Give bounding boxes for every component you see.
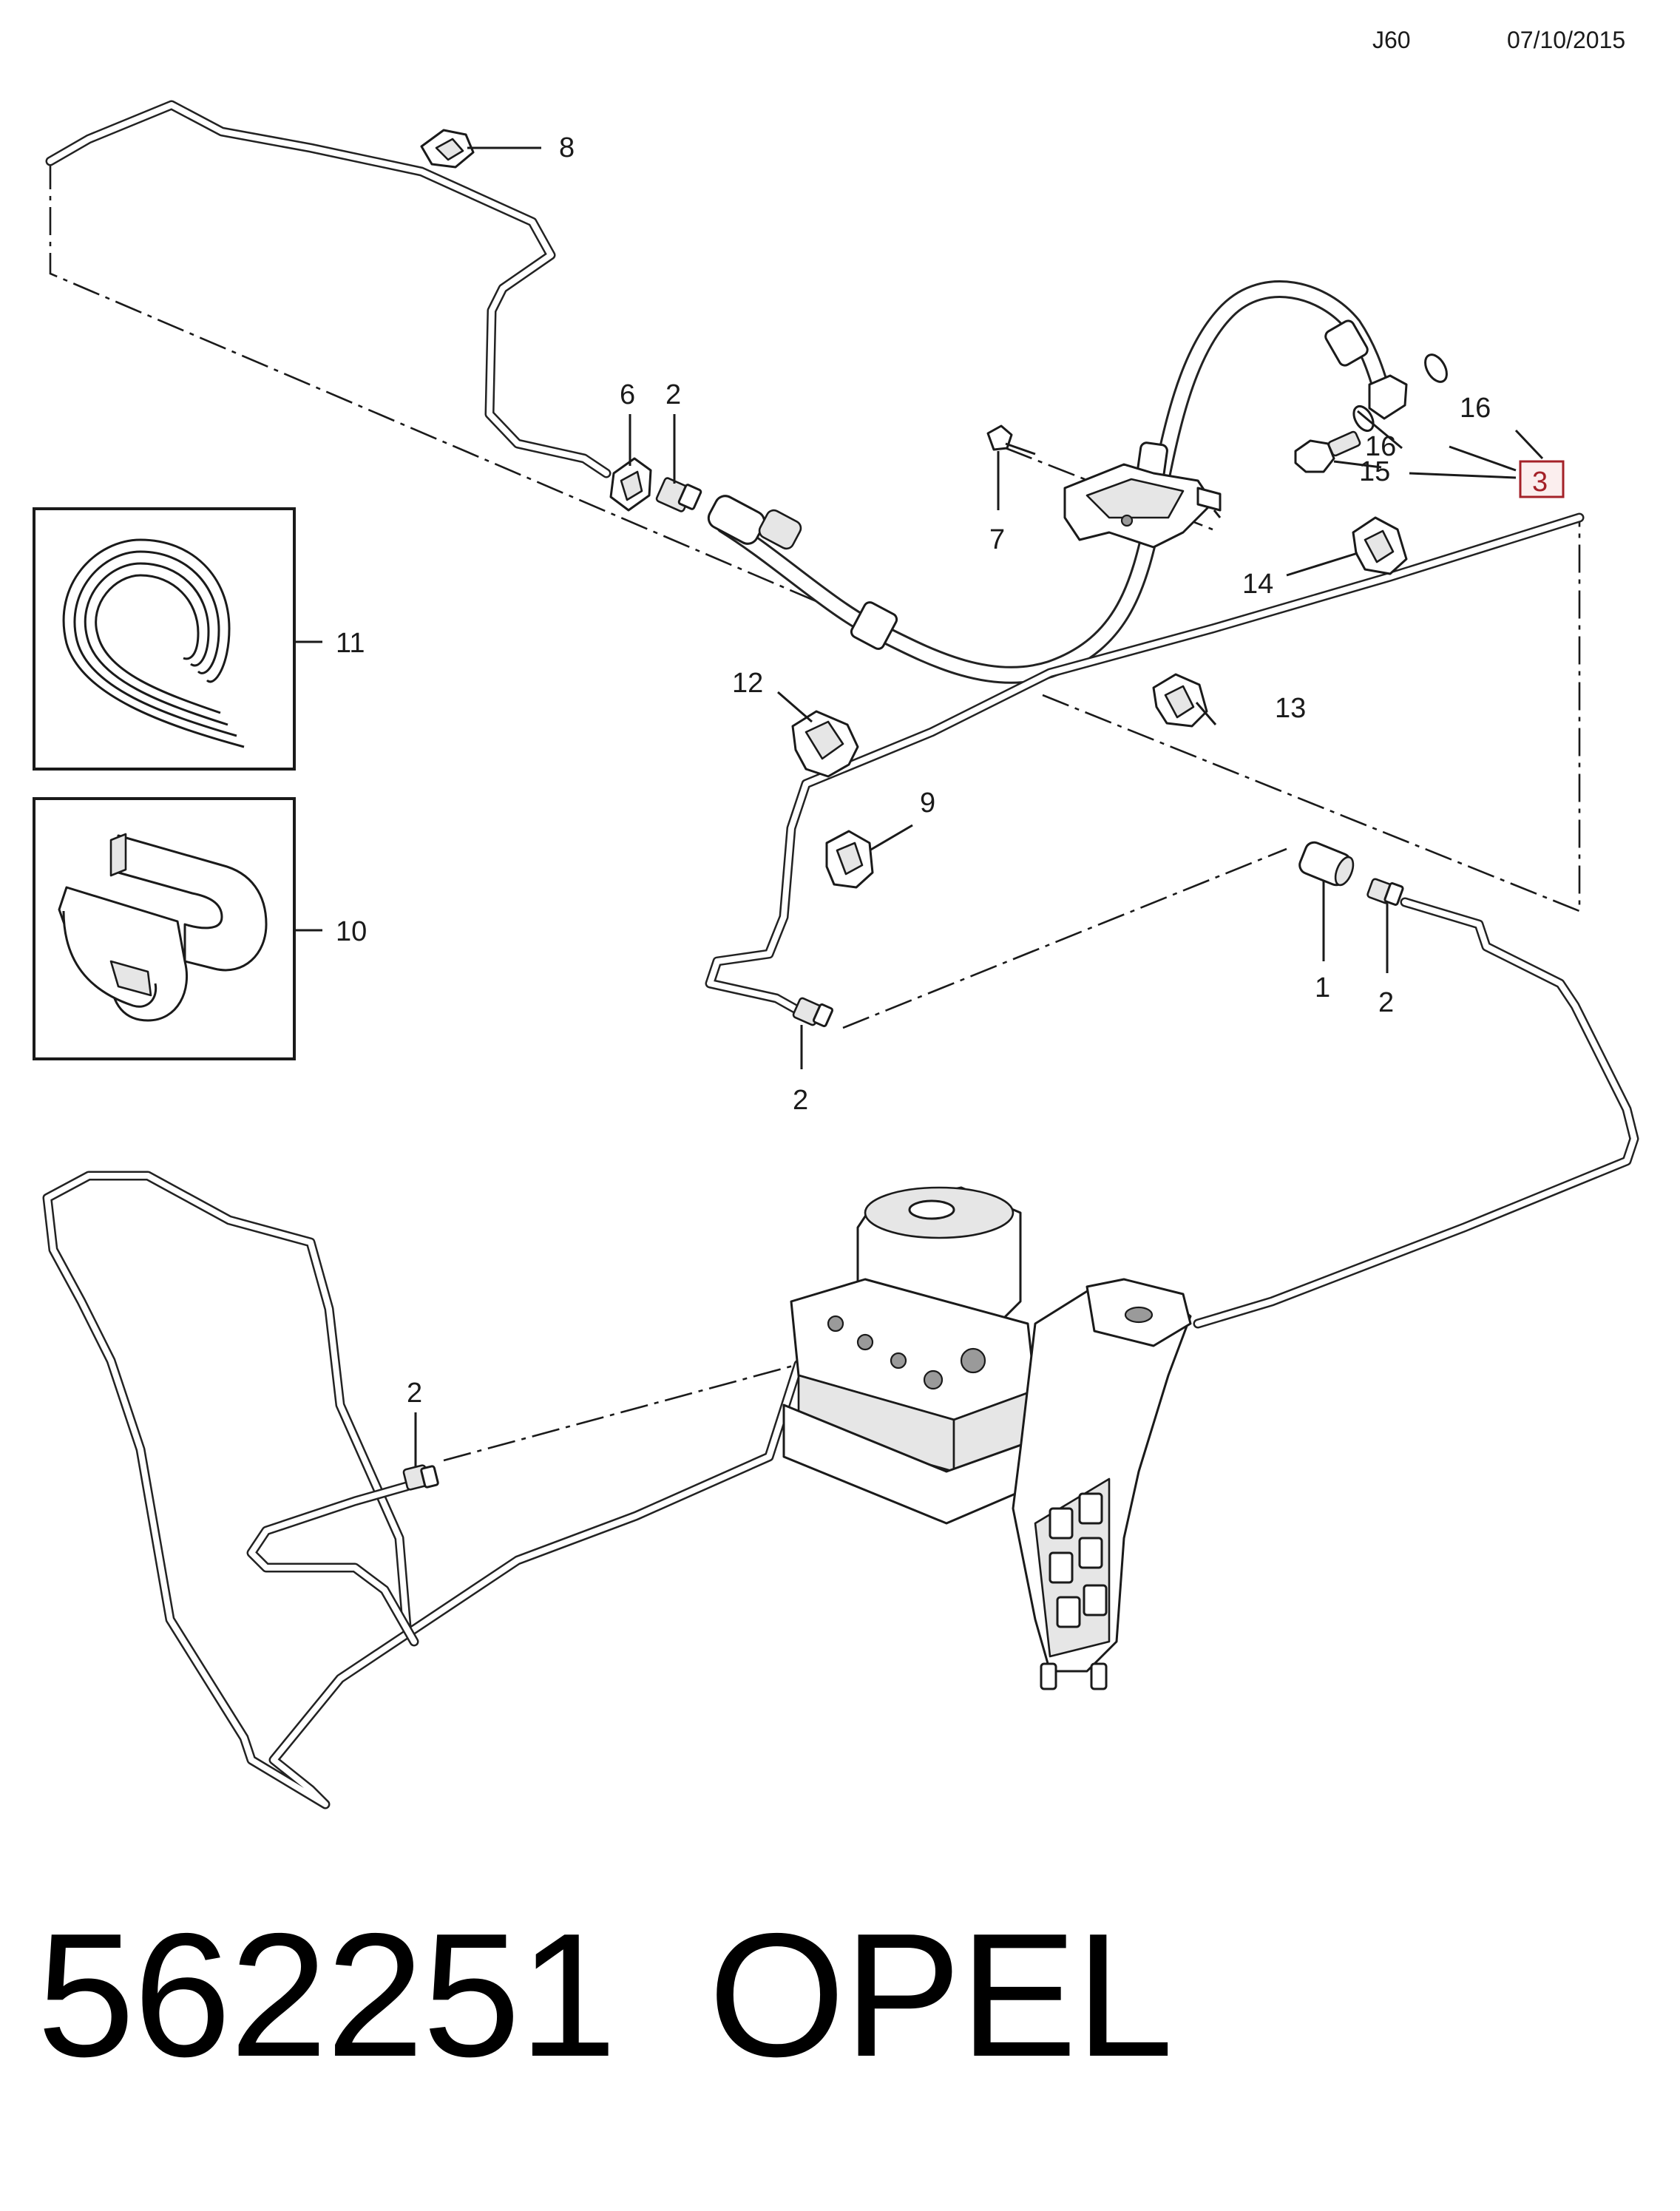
callout-16-upper: 16	[1460, 393, 1491, 424]
diagram-date: 07/10/2015	[1507, 27, 1626, 53]
callout-11: 11	[336, 628, 365, 659]
middle-brake-pipe	[705, 512, 1585, 1024]
callout-9: 9	[920, 788, 935, 819]
brand-name: OPEL	[708, 1897, 1173, 2093]
banjo-fitting	[1294, 353, 1448, 473]
callout-13: 13	[1275, 693, 1306, 724]
tube-nut-2-lower	[402, 1464, 439, 1491]
callout-1: 1	[1315, 972, 1330, 1003]
lower-left-brake-pipes	[42, 1171, 804, 1809]
callout-2-middle: 2	[793, 1085, 808, 1116]
leader-lines	[296, 146, 1544, 1467]
pipe-clip-6	[609, 457, 652, 512]
right-brake-pipe	[1193, 897, 1639, 1329]
hose-end-fitting	[707, 495, 802, 550]
upper-brake-pipe	[45, 100, 612, 478]
callout-12: 12	[732, 668, 763, 699]
callout-2-lower: 2	[407, 1378, 422, 1409]
callout-7: 7	[989, 524, 1005, 555]
tube-nut-2-middle	[792, 997, 834, 1028]
pipe-clip-12	[791, 710, 859, 778]
tube-nut-2-upper	[655, 477, 702, 512]
callout-3-highlight-box	[1519, 460, 1565, 498]
pipe-clip-14	[1352, 516, 1408, 575]
illustration-code: J60	[1372, 27, 1411, 53]
callout-labels: 8 6 2 16 16 15 3 7 14 11 12 13 9 10 1 2 …	[336, 132, 1565, 1409]
inset-double-clip	[33, 797, 296, 1060]
hose-bracket	[1063, 463, 1222, 549]
callout-2-upper: 2	[665, 379, 681, 410]
part-number: 562251	[37, 1897, 617, 2093]
callout-3: 3	[1532, 467, 1548, 498]
pipe-clip-9	[825, 830, 874, 889]
callout-8: 8	[559, 132, 575, 163]
bolt-7	[986, 424, 1036, 456]
inset-pipe-coil	[33, 507, 296, 771]
abs-modulator-unit	[782, 1186, 1192, 1690]
callout-14: 14	[1242, 569, 1273, 600]
callout-2-right: 2	[1378, 987, 1394, 1018]
pipe-clip-8	[420, 129, 475, 169]
callout-15: 15	[1359, 456, 1390, 487]
callout-10: 10	[336, 916, 367, 947]
flex-brake-hose	[716, 280, 1389, 684]
pipe-union-1	[1298, 841, 1355, 887]
tube-nut-2-right	[1366, 878, 1404, 906]
pipe-clip-13	[1152, 673, 1208, 728]
callout-16-lower: 16	[1365, 431, 1396, 462]
callout-6: 6	[620, 379, 635, 410]
